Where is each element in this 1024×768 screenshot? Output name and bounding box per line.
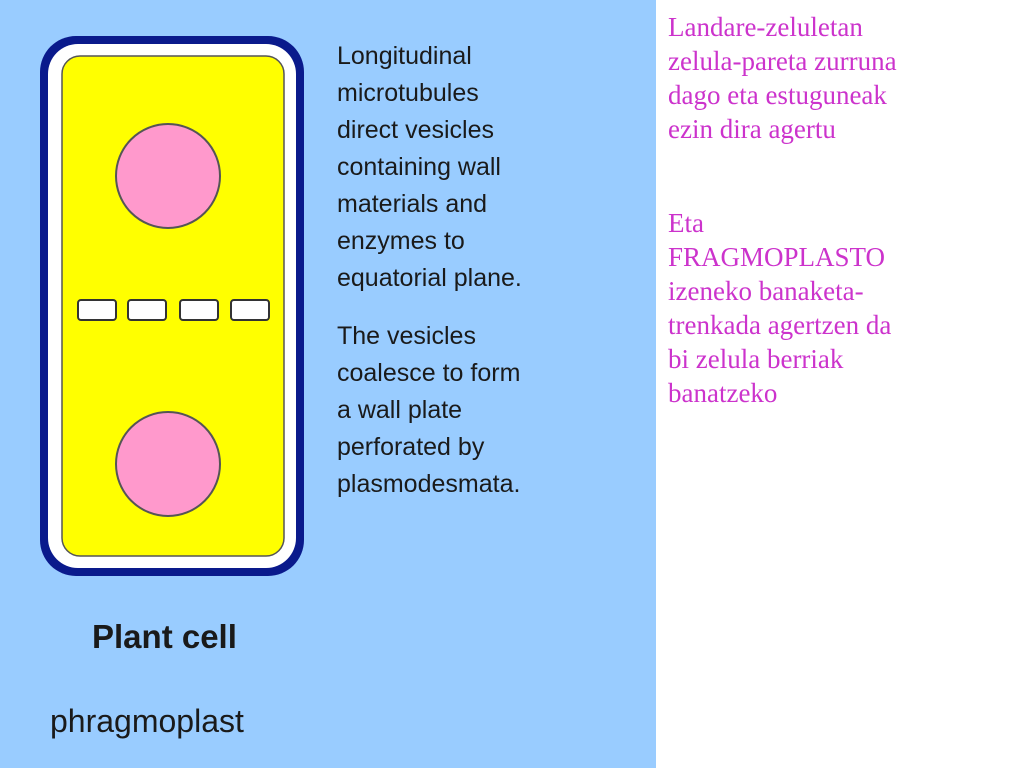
- vesicle: [127, 299, 167, 321]
- basque-note-phragmoplast: Eta FRAGMOPLASTO izeneko banaketa- trenk…: [668, 208, 892, 408]
- basque-note-cell-wall: Landare-zeluletan zelula-pareta zurruna …: [668, 12, 897, 144]
- diagram-panel: Longitudinal microtubules direct vesicle…: [0, 0, 656, 768]
- vesicle: [77, 299, 117, 321]
- diagram-subtitle: phragmoplast: [50, 703, 244, 739]
- vesicle: [230, 299, 270, 321]
- microtubules-description: Longitudinal microtubules direct vesicle…: [337, 42, 522, 292]
- diagram-title: Plant cell: [92, 618, 237, 655]
- nucleus-bottom: [115, 411, 221, 517]
- vesicles-description: The vesicles coalesce to form a wall pla…: [337, 322, 521, 498]
- plant-cell-diagram: [40, 36, 304, 576]
- nucleus-top: [115, 123, 221, 229]
- vesicle: [179, 299, 219, 321]
